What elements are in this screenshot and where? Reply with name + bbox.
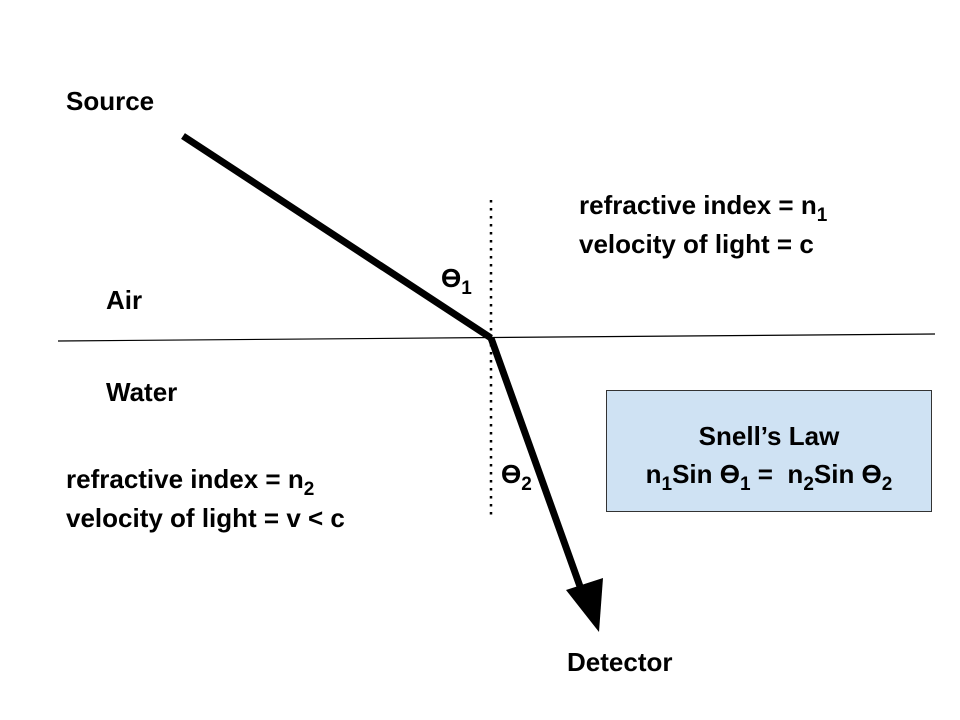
air-label: Air (106, 285, 143, 315)
interface-line (57, 333, 936, 342)
medium1-refractive-index-text: refractive index = n (579, 190, 817, 220)
theta2-subscript: 2 (521, 474, 532, 495)
eq-n1-sub: 1 (661, 474, 673, 495)
theta1-symbol: ϴ (441, 263, 462, 293)
medium2-refractive-index-text: refractive index = n (66, 464, 304, 494)
eq-sin-theta2: Sin ϴ (813, 459, 882, 489)
snells-law-box: Snell’s Law n1Sin ϴ1 = n2Sin ϴ2 (606, 390, 932, 512)
eq-theta1-sub: 1 (739, 474, 751, 495)
medium1-subscript: 1 (816, 205, 828, 226)
detector-arrowhead (566, 578, 603, 632)
source-label: Source (66, 86, 155, 116)
theta2-label: ϴ2 (501, 459, 532, 494)
eq-sin-theta1: Sin ϴ (672, 459, 740, 489)
theta1-label: ϴ1 (441, 263, 472, 298)
water-label: Water (106, 377, 178, 407)
snells-law-title: Snell’s Law (698, 421, 840, 451)
medium1-velocity: velocity of light = c (579, 229, 814, 259)
incident-ray (181, 133, 493, 341)
detector-label: Detector (567, 647, 673, 677)
theta1-subscript: 1 (461, 278, 472, 299)
eq-equals-n2: = n (750, 459, 804, 489)
eq-n2-sub: 2 (803, 474, 814, 495)
medium2-subscript: 2 (303, 479, 315, 500)
medium1-refractive-index: refractive index = n1 (579, 190, 827, 225)
medium2-refractive-index: refractive index = n2 (66, 464, 314, 499)
snells-law-equation: n1Sin ϴ1 = n2Sin ϴ2 (607, 459, 931, 494)
eq-n1: n (645, 459, 662, 489)
refracted-ray (487, 336, 586, 594)
eq-theta2-sub: 2 (881, 474, 893, 495)
theta2-symbol: ϴ (501, 459, 522, 489)
medium2-velocity: velocity of light = v < c (66, 503, 345, 533)
